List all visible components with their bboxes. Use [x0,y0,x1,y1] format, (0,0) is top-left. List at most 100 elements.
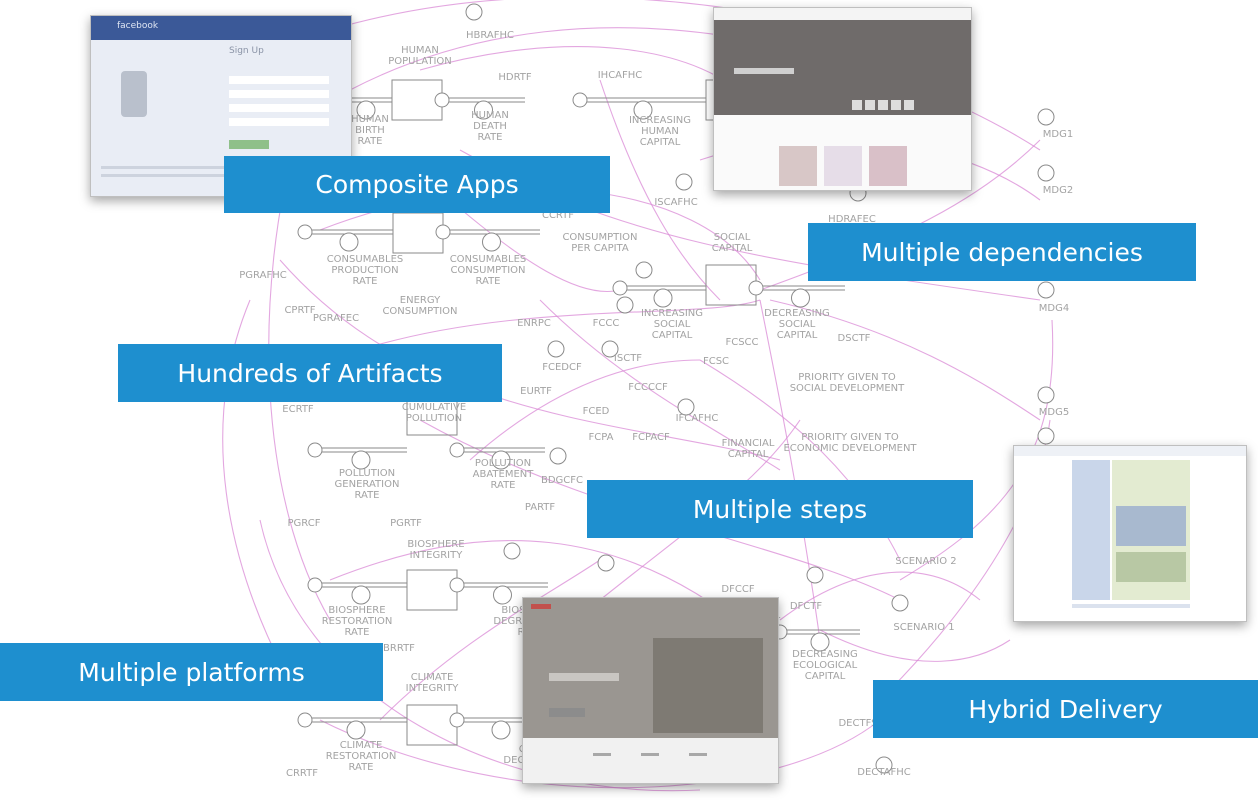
diagram-label-dfctf: DFCTF [790,601,823,612]
flow-valve [653,288,673,308]
diagram-label-scenario1: SCENARIO 1 [893,622,954,633]
diagram-label-fcpa: FCPA [589,432,614,443]
callout-multiple-platforms: Multiple platforms [0,643,383,701]
diagram-label-cprtf: CPRTF [284,305,315,316]
link-curve [319,719,881,789]
callout-multiple-steps: Multiple steps [587,480,973,538]
stock-box [406,569,458,611]
flow-valve [791,288,810,308]
diagram-label-mdg2: MDG2 [1043,185,1073,196]
signup-heading: Sign Up [229,46,264,56]
auxiliary-node [616,296,634,314]
link-curve [759,299,821,641]
auxiliary-node [549,447,567,465]
auxiliary-node [465,3,483,21]
cloud-source-icon [449,577,465,593]
signup-button [549,708,585,717]
flow-valve [491,450,511,470]
diagram-label-brrtf: BRRTF [383,643,415,654]
auxiliary-node [1037,427,1055,445]
callout-composite-apps: Composite Apps [224,156,610,213]
cloud-source-icon [434,92,450,108]
auxiliary-node [1037,386,1055,404]
product-tile-1 [779,146,817,186]
diagram-label-ihcafhc: IHCAFHC [598,70,643,81]
link-curve [819,629,1011,662]
diagram-label-fccc: FCCC [593,318,620,329]
auxiliary-node [675,173,693,191]
stock-box [705,264,757,306]
product-tile-3 [869,146,907,186]
cloud-source-icon [297,224,313,240]
diagram-label-pgrtf: PGRTF [390,518,422,529]
facebook-brand-text: facebook [117,21,159,31]
cloud-source-icon [748,280,764,296]
diagram-label-ifcafhc: IFCAFHC [676,413,719,424]
link-curve [279,259,781,461]
flow-valve [810,632,830,652]
flow-valve [356,100,376,120]
diagram-label-dfccf: DFCCF [721,584,754,595]
link-curve [379,559,601,721]
auxiliary-node [503,542,521,560]
flow-valve [474,100,493,120]
link-curve [599,79,721,301]
portal-website-screenshot [1013,445,1247,622]
flow-valve [633,100,653,120]
diagram-label-fcsc: FCSC [703,356,729,367]
diagram-label-fcedcf: FCEDCF [542,362,582,373]
diagram-label-scenario2: SCENARIO 2 [895,556,956,567]
diagram-label-pgrafec: PGRAFEC [313,313,359,324]
cloud-source-icon [449,442,465,458]
flow-valve [482,232,501,252]
diagram-label-dectafhc: DECTAFHC [857,767,910,778]
diagram-label-enrpc: ENRPC [517,318,551,329]
diagram-label-pgrcf: PGRCF [288,518,321,529]
link-curve [539,299,781,471]
auxiliary-node [635,261,653,279]
diagram-label-fced: FCED [583,406,610,417]
callout-hundreds-of-artifacts: Hundreds of Artifacts [118,344,502,402]
diagram-label-bdgcfc: BDGCFC [541,475,583,486]
diagram-label-hdrafec: HDRAFEC [828,214,876,225]
diagram-label-pgrafhc: PGRAFHC [239,270,286,281]
diagram-label-dsctf: DSCTF [838,333,871,344]
auxiliary-node [1037,164,1055,182]
portal-sidebar [1072,460,1110,600]
cloud-source-icon [297,712,313,728]
auxiliary-node [597,554,615,572]
store-website-screenshot [713,7,972,191]
auxiliary-node [677,398,695,416]
link-curve [259,519,701,792]
phone-image [121,71,147,117]
link-curve [419,46,761,111]
diagram-label-mdg5: MDG5 [1039,407,1069,418]
cloud-source-icon [307,442,323,458]
diagram-label-mdg1: MDG1 [1043,129,1073,140]
signup-button [229,140,269,149]
cloud-source-icon [435,224,451,240]
diagram-label-eurtf: EURTF [520,386,552,397]
flow-valve [491,720,511,740]
diagram-label-fcpacf: FCPACF [632,432,670,443]
hero-banner [714,20,971,115]
flow-valve [351,450,371,470]
auxiliary-node [601,340,619,358]
diagram-label-iscafhc: ISCAFHC [654,197,697,208]
flow-valve [339,232,359,252]
